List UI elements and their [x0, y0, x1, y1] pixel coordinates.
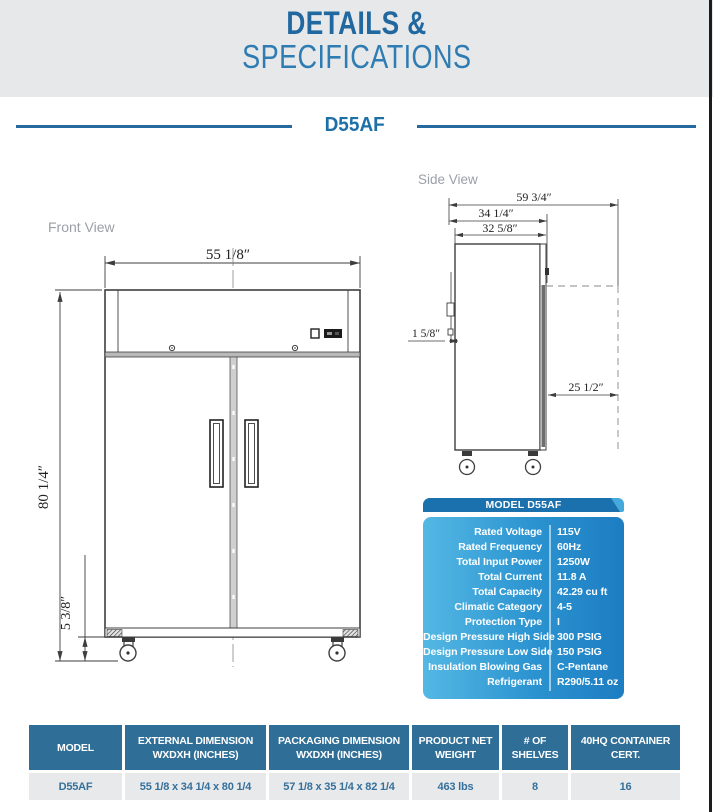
column-header-text: 40HQ CONTAINER CERT.	[580, 734, 671, 761]
spec-label: Design Pressure High Side	[423, 631, 555, 644]
spec-value: C-Pentane	[557, 661, 609, 674]
page-scan-border	[709, 0, 712, 812]
front-view-drawing: Front View 55 1/8″	[36, 219, 361, 667]
front-height-dim-label: 80 1/4″	[36, 465, 52, 509]
page-title-line1-text: DETAILS &	[286, 5, 427, 41]
spec-row: Total Input Power 1250W	[423, 554, 624, 569]
model-heading-row: D55AF	[0, 112, 713, 138]
spec-label: Protection Type	[464, 616, 542, 629]
spec-value: 60Hz	[557, 540, 582, 553]
spec-card-header: MODEL D55AF	[423, 498, 624, 512]
spec-row: Refrigerant R290/5.11 oz	[423, 675, 624, 690]
spec-value: R290/5.11 oz	[557, 676, 619, 689]
spec-card-title: MODEL D55AF	[485, 499, 562, 511]
divider-line-left	[16, 125, 292, 128]
divider-line-right	[417, 125, 696, 128]
column-header-container-cert: 40HQ CONTAINER CERT.	[571, 725, 680, 770]
front-doors	[209, 356, 259, 629]
spec-value: 150 PSIG	[557, 646, 602, 659]
spec-label: Rated Frequency	[458, 540, 542, 553]
cell-external-dimension: 55 1/8 x 34 1/4 x 80 1/4	[125, 773, 266, 800]
header-band: DETAILS & SPECIFICATIONS	[0, 0, 713, 97]
cell-container-cert: 16	[571, 773, 680, 800]
summary-table-header-row: MODEL EXTERNAL DIMENSION WXDXH (INCHES) …	[29, 725, 683, 770]
side-body	[446, 243, 549, 451]
spec-value: I	[557, 616, 560, 629]
spec-row: Climatic Category 4-5	[423, 599, 624, 614]
spec-value: 115V	[557, 525, 581, 538]
side-body-depth-label: 32 5/8″	[482, 221, 517, 235]
spec-row: Protection Type I	[423, 615, 624, 630]
side-view-drawing: Side View 59 3/4″ 34 1/4″ 32 5/8″	[408, 172, 619, 476]
spec-row: Design Pressure Low Side 150 PSIG	[423, 645, 624, 660]
spec-label: Rated Voltage	[474, 525, 542, 538]
spec-value: 11.8 A	[557, 570, 587, 583]
left-door-handle	[209, 419, 224, 488]
spec-label: Total Input Power	[456, 555, 542, 568]
column-header-text: EXTERNAL DIMENSION WXDXH (INCHES)	[137, 734, 254, 761]
cell-model: D55AF	[29, 773, 122, 800]
column-header-text: MODEL	[57, 741, 94, 754]
page-title-line2: SPECIFICATIONS	[0, 40, 713, 74]
column-header-packaging-dimension: PACKAGING DIMENSION WXDXH (INCHES)	[269, 725, 409, 770]
side-depth-door-label: 34 1/4″	[478, 206, 513, 220]
spec-card: Rated Voltage 115V Rated Frequency 60Hz To…	[423, 517, 624, 699]
side-depth-dimensions	[448, 198, 619, 286]
spec-label: Climatic Category	[454, 601, 542, 614]
model-heading-text: D55AF	[324, 114, 385, 136]
front-width-dim-label: 55 1/8″	[206, 247, 250, 263]
front-width-dimension	[104, 256, 361, 288]
front-height-dimension	[55, 289, 118, 662]
column-header-text: # OF SHELVES	[511, 734, 559, 761]
column-header-model: MODEL	[29, 725, 122, 770]
spec-row: Total Current 11.8 A	[423, 569, 624, 584]
cell-packaging-dimension: 57 1/8 x 35 1/4 x 82 1/4	[269, 773, 409, 800]
door-swing-dim-label: 25 1/2″	[568, 380, 603, 394]
column-header-text: PACKAGING DIMENSION WXDXH (INCHES)	[277, 734, 400, 761]
spec-value: 1250W	[557, 555, 590, 568]
column-header-net-weight: PRODUCT NET WEIGHT	[412, 725, 499, 770]
column-header-shelves: # OF SHELVES	[502, 725, 568, 770]
spec-row: Insulation Blowing Gas C-Pentane	[423, 660, 624, 675]
summary-table: MODEL EXTERNAL DIMENSION WXDXH (INCHES) …	[29, 725, 683, 800]
front-caster-dim-label: 5 3/8″	[59, 596, 74, 630]
spec-value: 300 PSIG	[557, 631, 602, 644]
spec-label: Refrigerant	[487, 676, 542, 689]
column-header-text: PRODUCT NET WEIGHT	[418, 734, 493, 761]
spec-label: Insulation Blowing Gas	[428, 661, 542, 674]
control-panel	[310, 328, 342, 339]
spec-value: 42.29 cu ft	[557, 585, 608, 598]
summary-table-data-row: D55AF 55 1/8 x 34 1/4 x 80 1/4 57 1/8 x …	[29, 770, 683, 800]
front-view-label: Front View	[48, 219, 116, 235]
spec-card-header-ribbon	[423, 498, 624, 512]
page-title-line1: DETAILS &	[0, 7, 713, 40]
side-total-depth-label: 59 3/4″	[516, 190, 551, 204]
spec-label: Total Current	[478, 570, 542, 583]
model-heading: D55AF	[292, 112, 417, 138]
side-view-label: Side View	[418, 172, 478, 187]
cell-net-weight: 463 lbs	[412, 773, 499, 800]
column-header-external-dimension: EXTERNAL DIMENSION WXDXH (INCHES)	[125, 725, 266, 770]
spec-card-divider	[549, 525, 551, 691]
spec-row: Rated Frequency 60Hz	[423, 539, 624, 554]
spec-row: Total Capacity 42.29 cu ft	[423, 584, 624, 599]
front-caster-dimension	[78, 555, 110, 661]
spec-label: Design Pressure Low Side	[423, 646, 553, 659]
cell-shelves: 8	[502, 773, 568, 800]
front-base-casters	[104, 627, 361, 662]
spec-label: Total Capacity	[472, 585, 542, 598]
door-swing-dashed	[546, 285, 619, 450]
back-clearance-dim-label: 1 5/8″	[412, 328, 440, 340]
right-door-handle	[244, 419, 259, 488]
spec-row: Rated Voltage 115V	[423, 524, 624, 539]
page-title-line2-text: SPECIFICATIONS	[241, 38, 472, 75]
spec-value: 4-5	[557, 601, 572, 614]
side-casters	[458, 451, 542, 476]
